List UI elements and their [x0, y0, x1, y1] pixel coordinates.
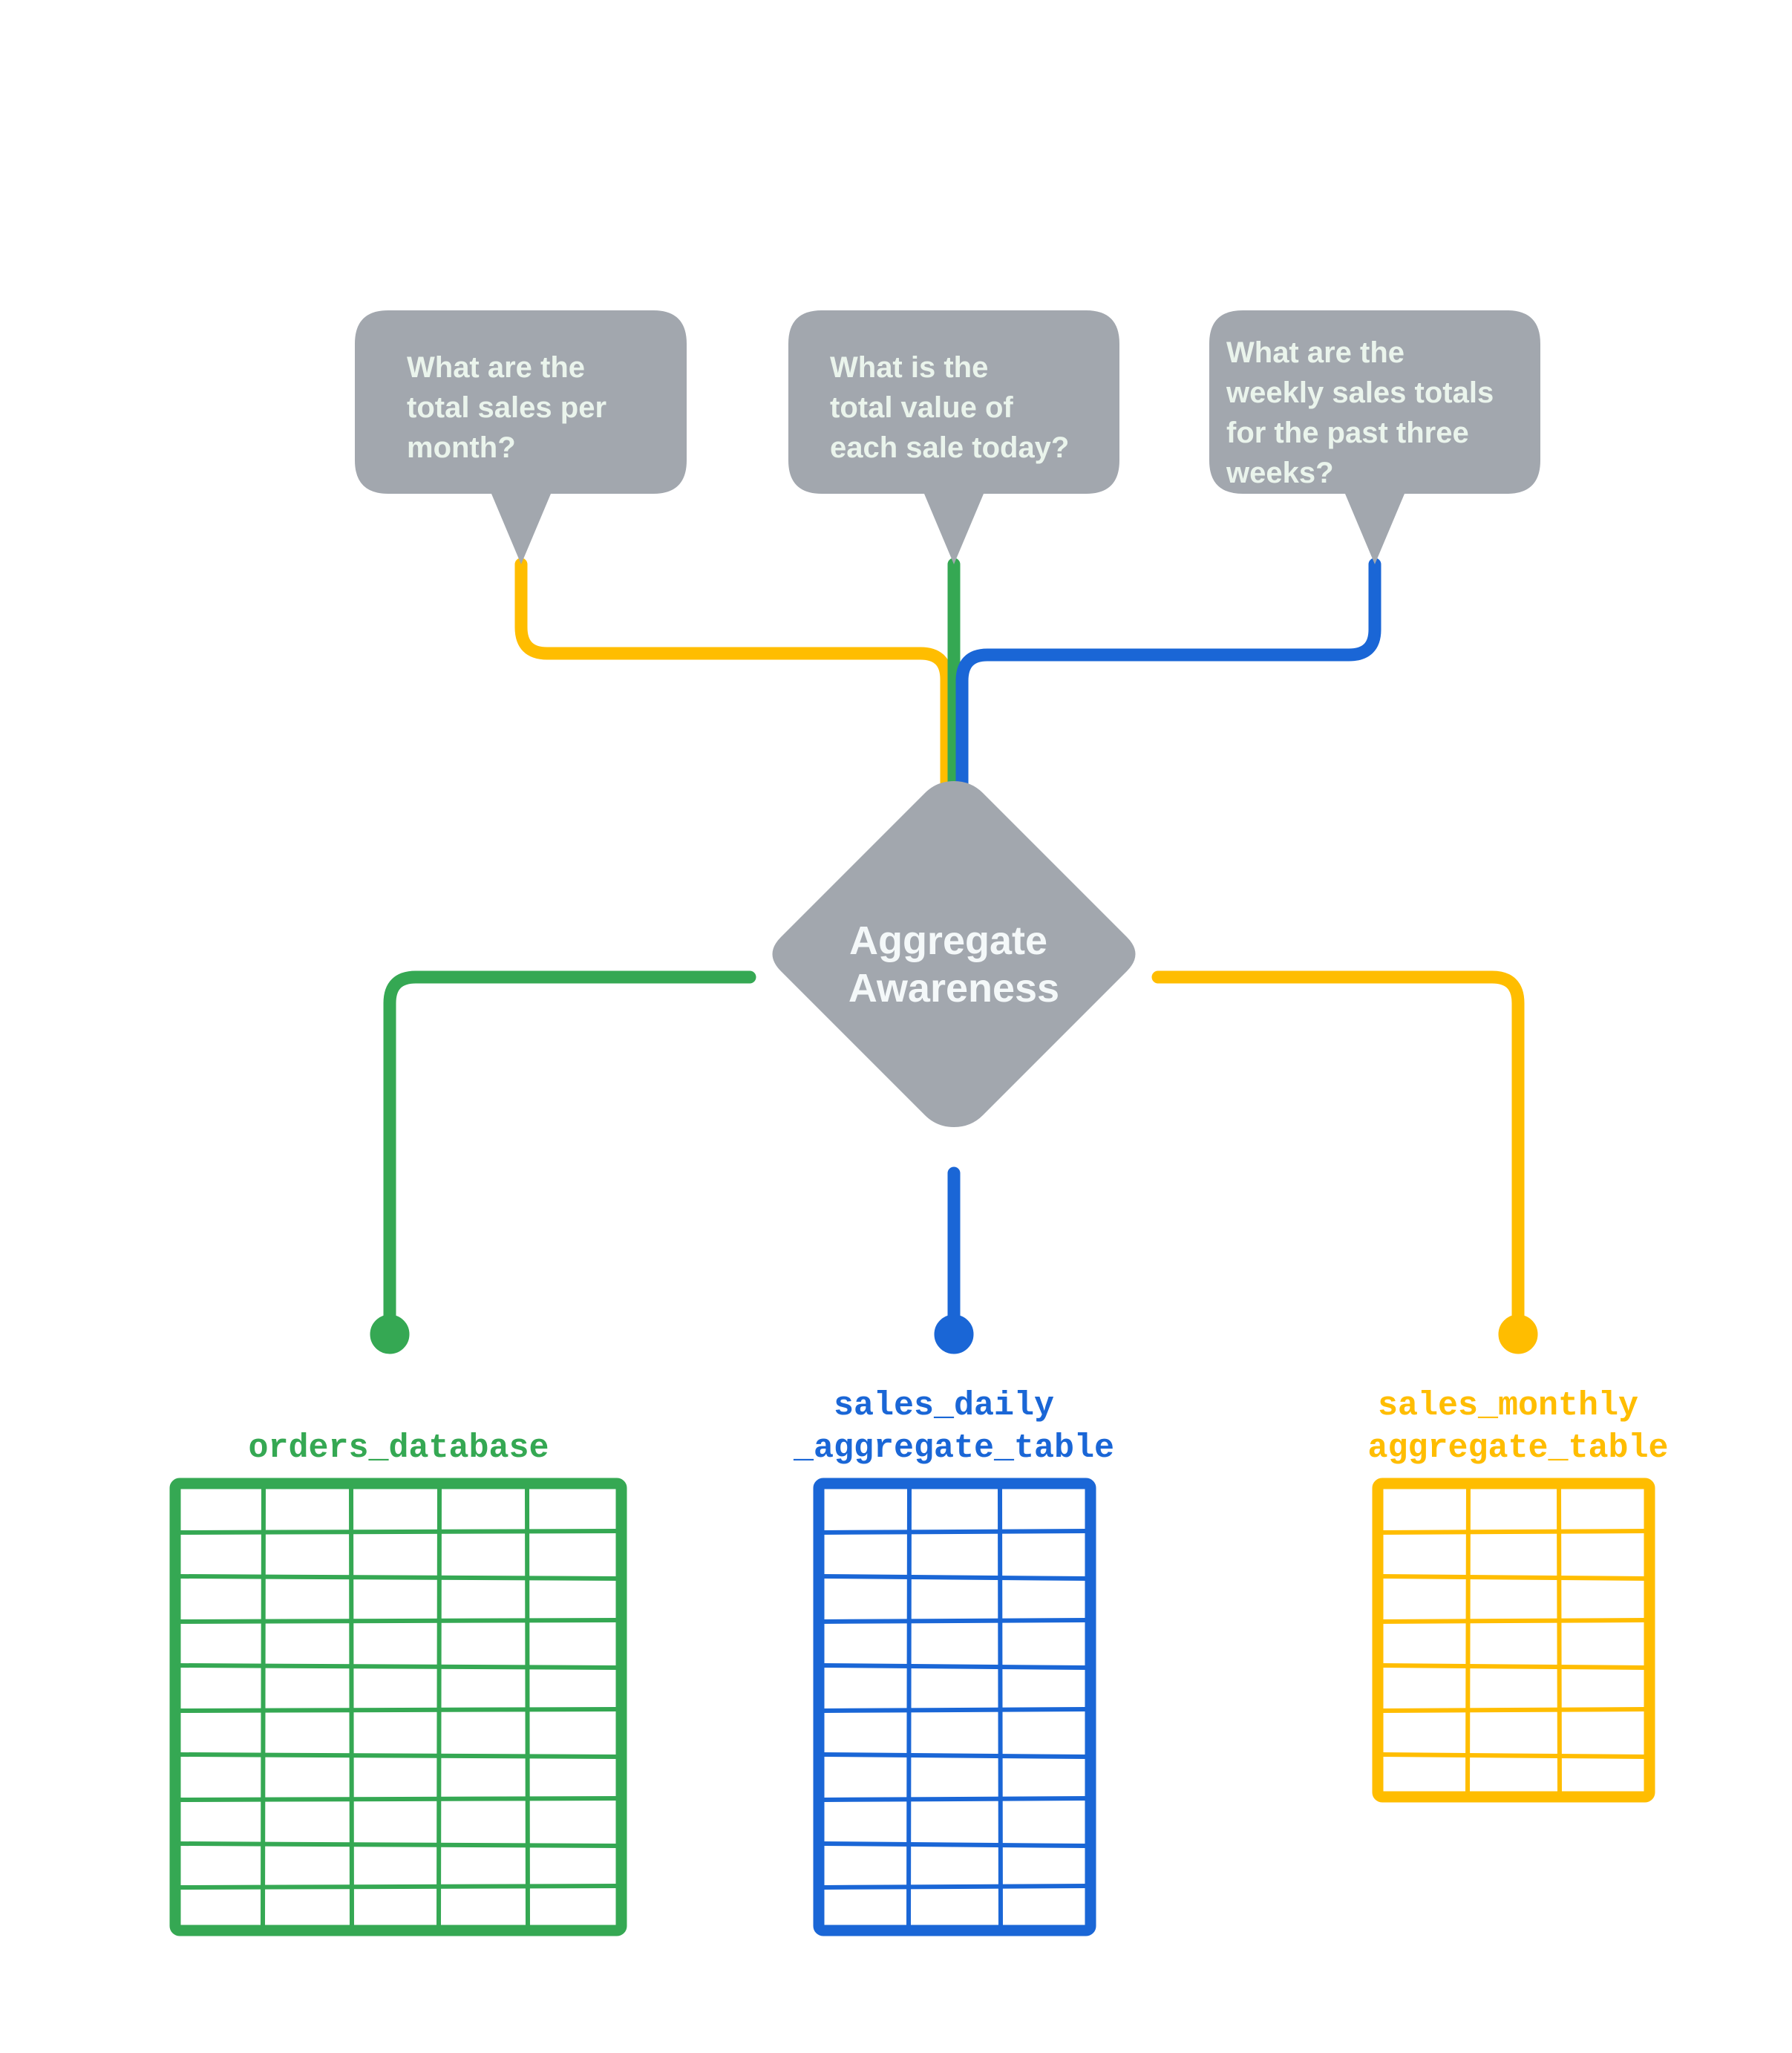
bubble-monthly[interactable]: What are the total sales per month? [355, 310, 687, 564]
table-sales-monthly-aggregate-grid [1372, 1478, 1655, 1803]
bubble-monthly-line-3: month? [407, 431, 516, 464]
bubble-weekly-line-2: weekly sales totals [1226, 376, 1494, 409]
connector-amber-endpoint-dot [1498, 1314, 1538, 1354]
connector-group-upper [514, 558, 1381, 797]
table-sales-daily-aggregate-label: sales_daily _aggregate_table [793, 1387, 1114, 1467]
table-orders-database[interactable]: orders_database [169, 1429, 627, 1936]
center-node-aggregate-awareness[interactable]: Aggregate Awareness [772, 781, 1136, 1127]
table-sales-monthly-aggregate-label-line-2: aggregate_table [1367, 1429, 1668, 1467]
table-sales-monthly-aggregate-label-line-1: sales_monthly [1378, 1387, 1638, 1425]
bubble-weekly-shape [1209, 310, 1540, 564]
bubble-weekly-text: What are the weekly sales totals for the… [1226, 336, 1502, 489]
bubble-daily-line-3: each sale today? [830, 431, 1069, 464]
connector-amber-upper [514, 558, 953, 797]
table-orders-database-grid [169, 1478, 627, 1936]
center-node-label-line-2: Awareness [848, 966, 1059, 1011]
bubble-monthly-line-1: What are the [407, 351, 585, 384]
bubble-weekly-line-4: weeks? [1226, 457, 1334, 489]
bubble-monthly-line-2: total sales per [407, 391, 606, 424]
bubble-monthly-text: What are the total sales per month? [407, 351, 615, 464]
center-node-diamond-shape [772, 781, 1136, 1127]
connector-green-endpoint-dot [370, 1314, 410, 1354]
table-orders-database-label-line-1: orders_database [248, 1429, 549, 1467]
bubble-weekly-line-3: for the past three [1226, 417, 1469, 449]
connector-group-lower [370, 970, 1538, 1354]
bubble-daily-text: What is the total value of each sale tod… [830, 351, 1069, 464]
bubble-daily-shape [788, 310, 1119, 564]
table-orders-database-label: orders_database [248, 1429, 549, 1467]
table-sales-daily-aggregate-label-line-2: _aggregate_table [793, 1429, 1114, 1467]
bubble-monthly-shape [355, 310, 687, 564]
bubble-daily-line-2: total value of [830, 391, 1013, 424]
table-sales-daily-aggregate-label-line-1: sales_daily [834, 1387, 1054, 1425]
center-node-label: Aggregate Awareness [848, 918, 1059, 1011]
connector-blue-upper [955, 558, 1381, 797]
table-sales-daily-aggregate[interactable]: sales_daily _aggregate_table [793, 1387, 1114, 1936]
bubble-weekly-line-1: What are the [1226, 336, 1405, 369]
table-sales-monthly-aggregate-label: sales_monthly aggregate_table [1367, 1387, 1668, 1467]
bubble-daily-line-1: What is the [830, 351, 988, 384]
connector-blue-endpoint-dot [934, 1314, 974, 1354]
bubble-daily[interactable]: What is the total value of each sale tod… [788, 310, 1119, 564]
table-sales-daily-aggregate-grid [813, 1478, 1096, 1936]
connector-amber-lower [1151, 970, 1525, 1336]
center-node-label-line-1: Aggregate [849, 918, 1047, 963]
table-sales-monthly-aggregate[interactable]: sales_monthly aggregate_table [1367, 1387, 1669, 1803]
connector-green-lower [383, 970, 756, 1336]
bubble-weekly[interactable]: What are the weekly sales totals for the… [1209, 310, 1540, 564]
